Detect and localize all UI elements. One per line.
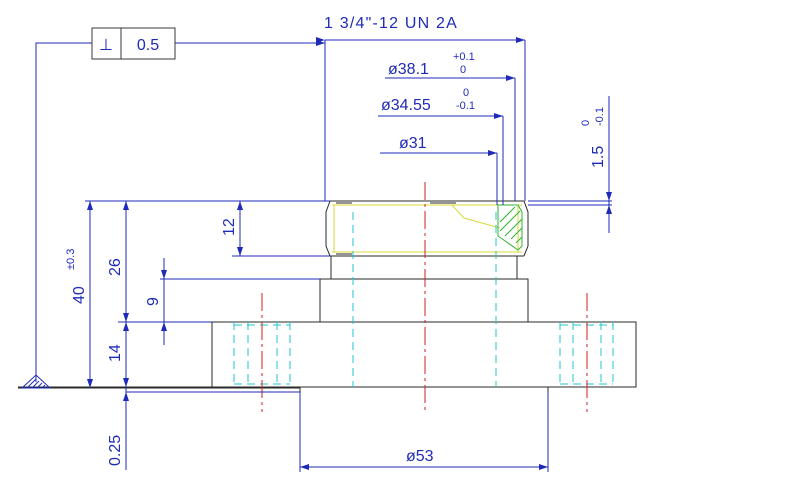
perpendicularity-icon: ⊥ bbox=[99, 37, 113, 54]
tolerance-frame: ⊥ 0.5 bbox=[91, 27, 176, 60]
arrow bbox=[123, 201, 129, 210]
chamfer-tol-upper: 0 bbox=[580, 120, 592, 126]
arrow bbox=[161, 270, 167, 279]
datum-triangle-icon bbox=[20, 374, 52, 389]
h14-label: 14 bbox=[107, 344, 124, 362]
thread-detail bbox=[332, 202, 522, 255]
tolerance-value: 0.5 bbox=[137, 37, 159, 54]
d38-label: ø38.1 bbox=[388, 61, 429, 78]
d38-tol-upper: +0.1 bbox=[453, 51, 475, 63]
datum-leader bbox=[35, 42, 92, 382]
d34-tol-upper: 0 bbox=[463, 87, 469, 99]
arrow bbox=[237, 201, 243, 210]
arrow bbox=[300, 464, 309, 470]
d34-tol-lower: -0.1 bbox=[456, 100, 475, 112]
arrow bbox=[494, 113, 503, 119]
dimension-labels: 1 3/4"-12 UN 2A ø38.1 +0.1 0 ø34.55 0 -0… bbox=[65, 15, 607, 466]
arrow bbox=[123, 322, 129, 331]
d34-label: ø34.55 bbox=[381, 97, 431, 114]
hub-outline bbox=[319, 278, 529, 322]
d53-label: ø53 bbox=[406, 448, 434, 465]
d31-label: ø31 bbox=[399, 135, 427, 152]
chamfer-tol-lower: -0.1 bbox=[594, 107, 606, 126]
chamfer-label: 1.5 bbox=[590, 146, 607, 168]
hatch-line-1 bbox=[499, 206, 516, 223]
arrow bbox=[606, 205, 612, 214]
arrow bbox=[123, 392, 129, 401]
hatch-line-5 bbox=[515, 236, 523, 244]
hatch-line-3 bbox=[504, 218, 523, 237]
arrow bbox=[506, 75, 515, 81]
hatch-boundary bbox=[497, 204, 523, 251]
h12-label: 12 bbox=[221, 218, 238, 236]
arrow bbox=[123, 313, 129, 322]
h40-label: 40 bbox=[71, 286, 88, 304]
section-hatch bbox=[497, 204, 523, 251]
h40-tol: ±0.3 bbox=[65, 249, 77, 270]
h26-label: 26 bbox=[107, 258, 124, 276]
arrow bbox=[161, 322, 167, 331]
hatch-line-4 bbox=[510, 227, 523, 240]
thread-callout: 1 3/4"-12 UN 2A bbox=[324, 15, 458, 32]
centerlines bbox=[261, 182, 588, 412]
hatch-line-2 bbox=[499, 210, 521, 232]
part-outline bbox=[18, 200, 637, 392]
thread-runout bbox=[451, 204, 501, 229]
frame-box bbox=[91, 27, 176, 60]
arrow bbox=[87, 379, 93, 388]
arrow bbox=[87, 201, 93, 210]
d38-tol-lower: 0 bbox=[460, 64, 466, 76]
dimension-lines bbox=[35, 37, 612, 472]
arrow bbox=[316, 40, 325, 46]
h9-label: 9 bbox=[145, 297, 162, 306]
arrow bbox=[539, 464, 548, 470]
h025-label: 0.25 bbox=[107, 435, 124, 466]
arrow bbox=[516, 37, 525, 43]
thread-right-chamfer bbox=[523, 200, 529, 257]
flange-outline bbox=[211, 321, 637, 388]
thread-left-chamfer bbox=[325, 200, 331, 257]
arrow bbox=[488, 150, 497, 156]
arrow bbox=[237, 247, 243, 256]
arrow bbox=[606, 192, 612, 201]
hidden-lines bbox=[233, 212, 614, 387]
